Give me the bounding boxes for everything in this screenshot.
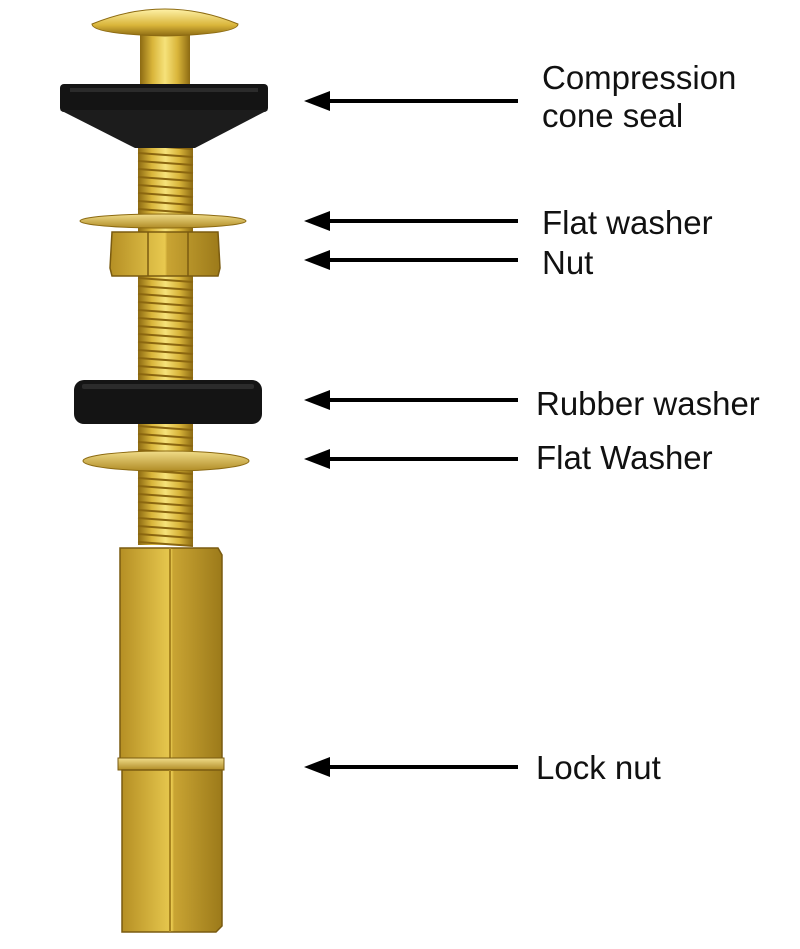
arrow-flat-washer-bottom xyxy=(304,449,518,469)
hex-nut xyxy=(109,231,221,277)
threaded-shaft xyxy=(137,140,194,547)
flat-washer-top xyxy=(79,213,247,229)
thread-line xyxy=(137,501,194,507)
arrow-rubber-washer xyxy=(304,390,518,410)
thread-line xyxy=(137,301,194,307)
label-flat-washer-bottom: Flat Washer xyxy=(536,439,713,476)
thread-line xyxy=(137,425,194,431)
arrow-lock-nut xyxy=(304,757,518,777)
bolt-head xyxy=(91,8,239,90)
arrow-flat-washer-top xyxy=(304,211,518,231)
label-compression-line2: cone seal xyxy=(542,97,684,134)
thread-line xyxy=(137,160,194,166)
thread-line xyxy=(137,208,194,214)
thread-line xyxy=(137,485,194,491)
rubber-washer xyxy=(74,380,262,424)
thread-line xyxy=(137,184,194,190)
thread-line xyxy=(137,341,194,347)
thread-line xyxy=(137,192,194,198)
thread-line xyxy=(137,317,194,323)
thread-line xyxy=(137,152,194,158)
thread-line xyxy=(137,509,194,515)
label-compression-line1: Compression xyxy=(542,59,737,96)
thread-line xyxy=(137,333,194,339)
thread-line xyxy=(137,200,194,206)
thread-line xyxy=(137,293,194,299)
thread-line xyxy=(137,525,194,531)
thread-line xyxy=(137,533,194,539)
thread-line xyxy=(137,309,194,315)
thread-line xyxy=(137,277,194,283)
thread-line xyxy=(137,433,194,439)
thread-line xyxy=(137,349,194,355)
thread-line xyxy=(137,477,194,483)
label-rubber-washer: Rubber washer xyxy=(536,385,760,422)
thread-line xyxy=(137,325,194,331)
compression-cone-seal xyxy=(60,84,268,148)
thread-line xyxy=(137,373,194,379)
arrow-nut xyxy=(304,250,518,270)
thread-line xyxy=(137,441,194,447)
label-flat-washer-top: Flat washer xyxy=(542,204,713,241)
label-lock-nut: Lock nut xyxy=(536,749,661,786)
thread-line xyxy=(137,365,194,371)
thread-line xyxy=(137,493,194,499)
thread-line xyxy=(137,541,194,547)
label-nut: Nut xyxy=(542,244,594,281)
thread-line xyxy=(137,517,194,523)
arrow-compression-cone-seal xyxy=(304,91,518,111)
thread-line xyxy=(137,357,194,363)
thread-line xyxy=(137,168,194,174)
flat-washer-bottom xyxy=(82,450,250,472)
lock-nut xyxy=(117,547,225,933)
thread-lines xyxy=(137,144,194,547)
thread-line xyxy=(137,285,194,291)
thread-line xyxy=(137,176,194,182)
